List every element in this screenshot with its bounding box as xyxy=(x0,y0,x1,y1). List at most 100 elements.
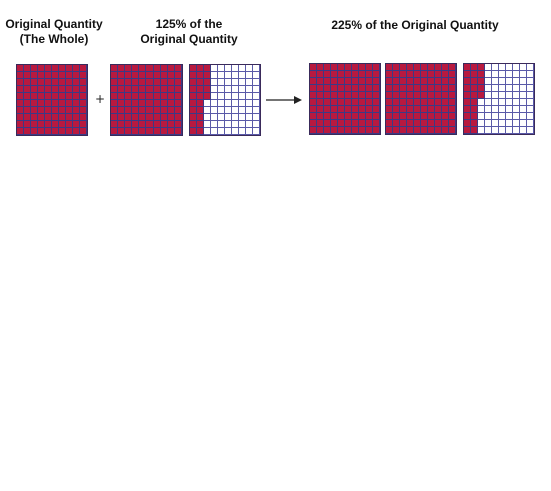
filled-cell xyxy=(52,121,59,128)
filled-cell xyxy=(435,99,442,106)
empty-cell xyxy=(527,127,534,134)
filled-cell xyxy=(190,86,197,93)
original-quantity-label-line1: Original Quantity xyxy=(5,17,103,31)
empty-cell xyxy=(492,106,499,113)
filled-cell xyxy=(359,120,366,127)
filled-cell xyxy=(421,78,428,85)
empty-cell xyxy=(253,65,260,72)
filled-cell xyxy=(407,85,414,92)
empty-cell xyxy=(211,107,218,114)
filled-cell xyxy=(428,85,435,92)
filled-cell xyxy=(393,71,400,78)
filled-cell xyxy=(17,107,24,114)
filled-cell xyxy=(352,127,359,134)
empty-cell xyxy=(253,121,260,128)
empty-cell xyxy=(499,92,506,99)
filled-cell xyxy=(338,99,345,106)
empty-cell xyxy=(506,120,513,127)
filled-cell xyxy=(66,86,73,93)
filled-cell xyxy=(331,85,338,92)
filled-cell xyxy=(190,65,197,72)
filled-cell xyxy=(393,120,400,127)
filled-cell xyxy=(197,100,204,107)
filled-cell xyxy=(393,127,400,134)
empty-cell xyxy=(232,79,239,86)
empty-cell xyxy=(520,71,527,78)
filled-cell xyxy=(118,107,126,114)
filled-cell xyxy=(204,86,211,93)
filled-cell xyxy=(373,113,380,120)
filled-cell xyxy=(449,78,456,85)
filled-cell xyxy=(359,78,366,85)
filled-cell xyxy=(146,93,154,100)
empty-cell xyxy=(506,113,513,120)
filled-cell xyxy=(310,71,317,78)
filled-cell xyxy=(31,79,38,86)
empty-cell xyxy=(499,78,506,85)
filled-cell xyxy=(317,106,324,113)
filled-cell xyxy=(132,72,140,79)
filled-cell xyxy=(338,120,345,127)
filled-cell xyxy=(132,128,140,135)
filled-cell xyxy=(435,106,442,113)
empty-cell xyxy=(232,128,239,135)
filled-cell xyxy=(111,86,119,93)
filled-cell xyxy=(421,106,428,113)
filled-cell xyxy=(324,113,331,120)
filled-cell xyxy=(345,92,352,99)
filled-cell xyxy=(442,113,449,120)
filled-cell xyxy=(66,65,73,72)
empty-cell xyxy=(218,121,225,128)
filled-cell xyxy=(400,120,407,127)
filled-cell xyxy=(45,79,52,86)
filled-cell xyxy=(132,65,140,72)
filled-cell xyxy=(345,120,352,127)
filled-cell xyxy=(153,72,161,79)
filled-cell xyxy=(435,92,442,99)
filled-cell xyxy=(167,128,175,135)
filled-cell xyxy=(317,92,324,99)
empty-cell xyxy=(513,127,520,134)
filled-cell xyxy=(393,99,400,106)
filled-cell xyxy=(400,71,407,78)
filled-cell xyxy=(331,106,338,113)
filled-cell xyxy=(31,65,38,72)
filled-cell xyxy=(407,92,414,99)
empty-cell xyxy=(513,64,520,71)
empty-cell xyxy=(218,79,225,86)
empty-cell xyxy=(211,114,218,121)
filled-cell xyxy=(174,107,182,114)
filled-cell xyxy=(125,121,133,128)
grid-125-quarter xyxy=(189,64,261,136)
empty-cell xyxy=(246,79,253,86)
empty-cell xyxy=(527,120,534,127)
filled-cell xyxy=(428,127,435,134)
filled-cell xyxy=(338,127,345,134)
filled-cell xyxy=(45,65,52,72)
filled-cell xyxy=(478,71,485,78)
empty-cell xyxy=(513,106,520,113)
filled-cell xyxy=(139,86,147,93)
filled-cell xyxy=(132,100,140,107)
filled-cell xyxy=(352,78,359,85)
filled-cell xyxy=(442,127,449,134)
filled-cell xyxy=(414,113,421,120)
filled-cell xyxy=(146,86,154,93)
filled-cell xyxy=(414,78,421,85)
filled-cell xyxy=(310,106,317,113)
filled-cell xyxy=(331,99,338,106)
empty-cell xyxy=(492,127,499,134)
filled-cell xyxy=(31,121,38,128)
filled-cell xyxy=(132,79,140,86)
filled-cell xyxy=(449,99,456,106)
filled-cell xyxy=(421,85,428,92)
filled-cell xyxy=(59,100,66,107)
filled-cell xyxy=(160,86,168,93)
filled-cell xyxy=(38,121,45,128)
filled-cell xyxy=(366,106,373,113)
filled-cell xyxy=(24,93,31,100)
filled-cell xyxy=(310,85,317,92)
filled-cell xyxy=(464,71,471,78)
filled-cell xyxy=(317,85,324,92)
filled-cell xyxy=(125,114,133,121)
